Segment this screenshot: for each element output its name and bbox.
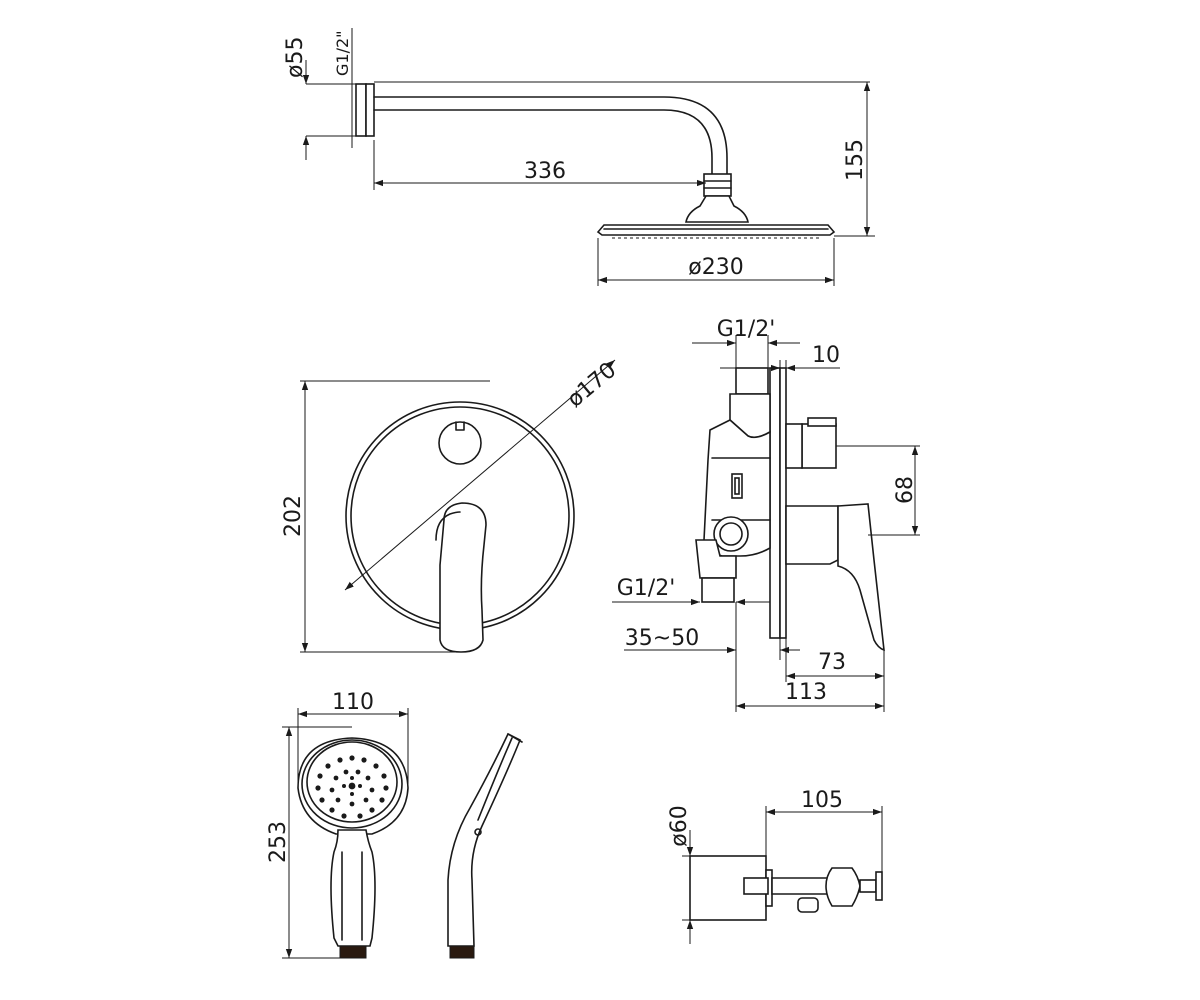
hand-shower-handle bbox=[330, 829, 376, 947]
dim-outlet-dia: ø60 bbox=[667, 805, 692, 846]
dim-plate-thickness: 10 bbox=[812, 343, 840, 368]
hand-shower-connector bbox=[339, 945, 367, 959]
bottom-inlet bbox=[695, 539, 737, 579]
shower-arm-view: ø55 G1/2" 336 155 ø230 bbox=[283, 28, 875, 286]
hand-shower-side-view bbox=[447, 732, 523, 959]
cover-plate-view: ø170 202 bbox=[281, 358, 622, 653]
dim-head-dia: ø230 bbox=[688, 255, 743, 280]
head-neck bbox=[685, 195, 749, 223]
hand-shower-side bbox=[447, 732, 522, 947]
top-inlet bbox=[735, 367, 769, 395]
dim-hand-length: 253 bbox=[266, 821, 291, 863]
outlet-elbow bbox=[825, 867, 861, 907]
dim-bottom-thread: G1/2' bbox=[617, 576, 676, 601]
mixer-lever bbox=[439, 502, 487, 653]
rain-shower-head bbox=[596, 224, 836, 236]
dim-arm-thread: G1/2" bbox=[333, 30, 352, 76]
dim-handle-depth: 73 bbox=[818, 650, 846, 675]
arm-flange-front bbox=[365, 83, 375, 137]
hand-shower-front-view: 110 253 bbox=[266, 690, 409, 959]
dim-arm-drop: 155 bbox=[843, 139, 868, 181]
spray-nozzles bbox=[315, 755, 389, 819]
shower-arm bbox=[373, 96, 728, 175]
dim-outlet-spacing: 68 bbox=[893, 476, 918, 504]
hand-side-connector bbox=[449, 945, 475, 959]
arm-connector-nut bbox=[703, 173, 732, 197]
upper-outlet bbox=[801, 423, 837, 469]
dim-hand-width: 110 bbox=[332, 690, 374, 715]
diverter-knob bbox=[438, 421, 482, 465]
dim-depth-range: 35~50 bbox=[625, 626, 699, 651]
wall-outlet-view: ø60 105 bbox=[667, 788, 883, 944]
dim-cover-dia: ø170 bbox=[563, 358, 622, 413]
dim-total-depth: 113 bbox=[785, 680, 827, 705]
mixer-side-view: G1/2' 10 68 G1/2' 35~50 73 113 bbox=[612, 317, 920, 712]
dim-arm-length: 336 bbox=[524, 159, 566, 184]
dim-top-thread: G1/2' bbox=[717, 317, 776, 342]
dim-arm-flange-dia: ø55 bbox=[283, 37, 308, 78]
dim-cover-height: 202 bbox=[281, 495, 306, 537]
wall-plate bbox=[769, 367, 781, 639]
dim-outlet-length: 105 bbox=[801, 788, 843, 813]
body-outlet-ring bbox=[713, 516, 749, 552]
arm-flange-back bbox=[355, 83, 367, 137]
mixer-lever-side bbox=[785, 505, 839, 565]
